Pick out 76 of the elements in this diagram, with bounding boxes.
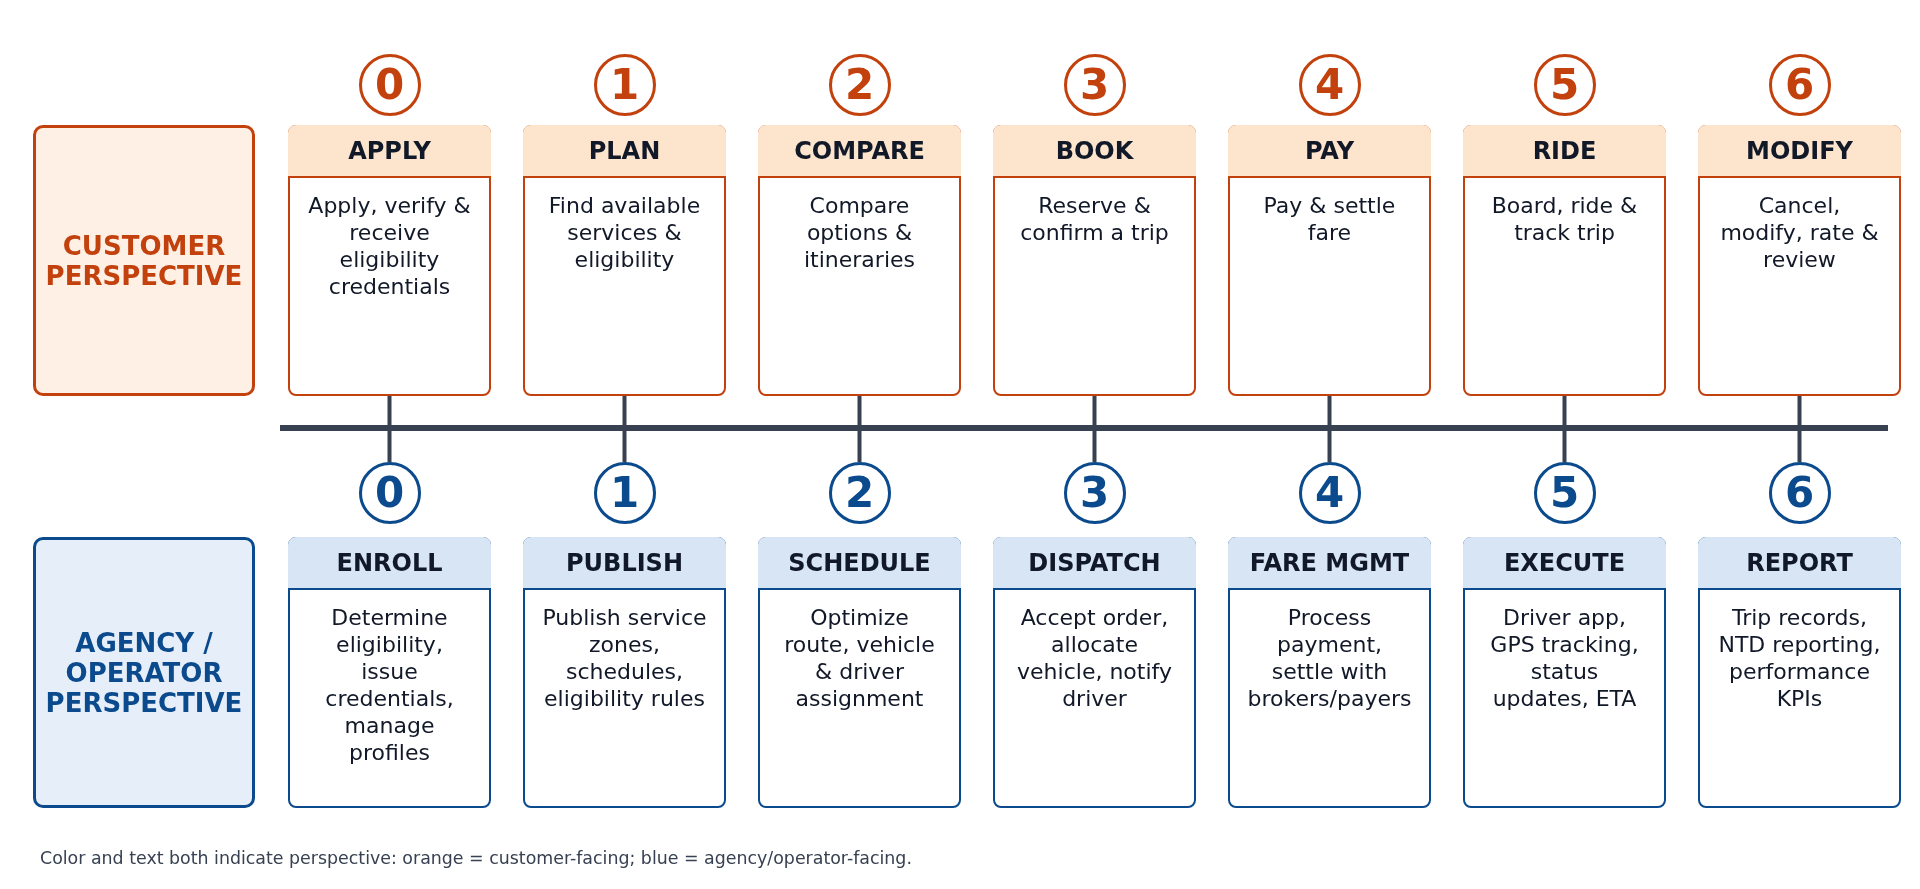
connector-line xyxy=(387,431,392,462)
timeline-bar xyxy=(280,425,1888,431)
stage-card xyxy=(288,537,491,808)
connector-line xyxy=(1797,431,1802,462)
connector-line xyxy=(1562,431,1567,462)
connector-line xyxy=(1562,396,1567,425)
step-number: 1 xyxy=(609,472,640,514)
step-number: 5 xyxy=(1549,64,1580,106)
stage-title: APPLY xyxy=(348,138,431,163)
stage-description: Driver app, GPS tracking, status updates, ETA xyxy=(1489,604,1640,712)
connector-line xyxy=(1092,431,1097,462)
stage-title: ENROLL xyxy=(336,550,443,575)
connector-line xyxy=(1797,396,1802,425)
stage-description: Reserve & confirm a trip xyxy=(1019,192,1170,246)
stage-title: PUBLISH xyxy=(566,550,683,575)
stage-card xyxy=(523,537,726,808)
stage-description: Cancel, modify, rate & review xyxy=(1719,192,1880,273)
step-number: 0 xyxy=(374,64,405,106)
stage-card xyxy=(288,125,491,396)
step-number: 2 xyxy=(844,472,875,514)
step-number: 1 xyxy=(609,64,640,106)
stage-card xyxy=(523,125,726,396)
stage-card xyxy=(1228,537,1431,808)
stage-description: Compare options & itineraries xyxy=(803,192,916,273)
stage-description: Trip records, NTD reporting, performance KPIs xyxy=(1717,604,1882,712)
stage-card xyxy=(993,125,1196,396)
stage-description: Determine eligibility, issue credentials, manage profiles xyxy=(324,604,455,766)
step-number: 6 xyxy=(1784,64,1815,106)
stage-card xyxy=(1463,125,1666,396)
stage-description: Process payment, settle with brokers/payers xyxy=(1246,604,1413,712)
connector-line xyxy=(857,431,862,462)
stage-description: Pay & settle fare xyxy=(1262,192,1397,246)
stage-title: DISPATCH xyxy=(1028,550,1161,575)
step-number: 0 xyxy=(374,472,405,514)
step-number: 4 xyxy=(1314,472,1345,514)
perspective-label: CUSTOMER PERSPECTIVE xyxy=(44,230,244,291)
connector-line xyxy=(1092,396,1097,425)
step-number: 5 xyxy=(1549,472,1580,514)
step-number: 4 xyxy=(1314,64,1345,106)
connector-line xyxy=(1327,396,1332,425)
stage-card xyxy=(758,537,961,808)
step-number: 2 xyxy=(844,64,875,106)
stage-card xyxy=(1463,537,1666,808)
stage-card xyxy=(993,537,1196,808)
connector-line xyxy=(387,396,392,425)
stage-description: Optimize route, vehicle & driver assignment xyxy=(783,604,936,712)
stage-card xyxy=(758,125,961,396)
perspective-box xyxy=(33,125,255,396)
stage-description: Apply, verify & receive eligibility credentials xyxy=(307,192,472,300)
stage-title: FARE MGMT xyxy=(1249,550,1410,575)
stage-description: Board, ride & track trip xyxy=(1490,192,1639,246)
stage-title: SCHEDULE xyxy=(788,550,931,575)
stage-title: PAY xyxy=(1304,138,1354,163)
stage-description: Accept order, allocate vehicle, notify driver xyxy=(1016,604,1173,712)
stage-title: EXECUTE xyxy=(1503,550,1626,575)
stage-title: COMPARE xyxy=(794,138,925,163)
stage-card xyxy=(1698,125,1901,396)
stage-card xyxy=(1228,125,1431,396)
stage-title: PLAN xyxy=(588,138,661,163)
stage-card xyxy=(1698,537,1901,808)
connector-line xyxy=(857,396,862,425)
step-number: 3 xyxy=(1079,472,1110,514)
perspective-box xyxy=(33,537,255,808)
connector-line xyxy=(622,431,627,462)
caption: Color and text both indicate perspective: orange = customer-facing; blue = agency/operator-facing. xyxy=(40,848,912,869)
connector-line xyxy=(622,396,627,425)
stage-description: Publish service zones, schedules, eligibility rules xyxy=(541,604,708,712)
stage-description: Find available services & eligibility xyxy=(547,192,702,273)
stage-title: REPORT xyxy=(1746,550,1853,575)
connector-line xyxy=(1327,431,1332,462)
perspective-label: AGENCY / OPERATOR PERSPECTIVE xyxy=(44,627,244,718)
stage-title: RIDE xyxy=(1532,138,1597,163)
step-number: 6 xyxy=(1784,472,1815,514)
step-number: 3 xyxy=(1079,64,1110,106)
stage-title: MODIFY xyxy=(1746,138,1853,163)
stage-title: BOOK xyxy=(1055,138,1134,163)
